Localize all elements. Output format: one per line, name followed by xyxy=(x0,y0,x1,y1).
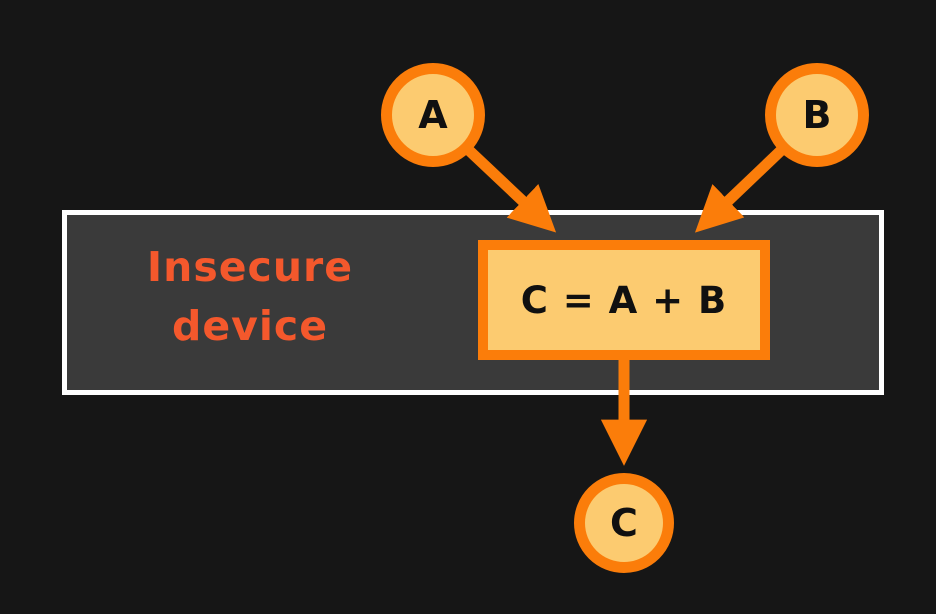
node-c-label: C xyxy=(610,501,638,545)
node-b-label: B xyxy=(802,93,832,137)
node-a-label: A xyxy=(418,93,448,137)
insecure-device-label: Insecure device xyxy=(95,238,405,357)
insecure-device-label-line1: Insecure xyxy=(146,243,354,291)
node-c: C xyxy=(574,473,674,573)
operation-box: C = A + B xyxy=(478,240,770,360)
operation-label: C = A + B xyxy=(520,278,728,322)
node-a: A xyxy=(381,63,485,167)
node-b: B xyxy=(765,63,869,167)
insecure-device-label-line2: device xyxy=(171,302,329,351)
